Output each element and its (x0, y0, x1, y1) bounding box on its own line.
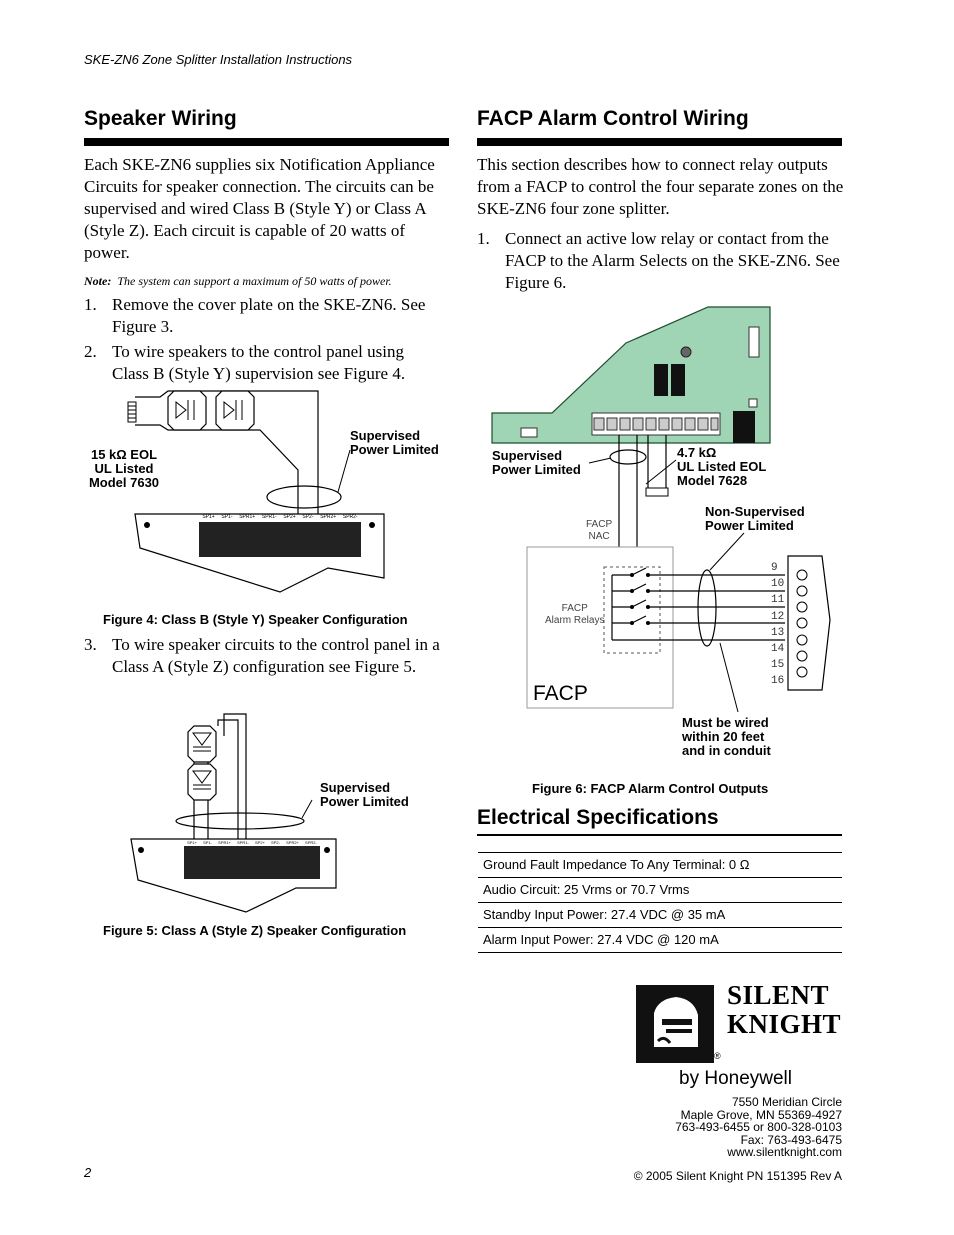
step-text: Remove the cover plate on the SKE-ZN6. S… (112, 295, 426, 336)
section-title-speaker-wiring: Speaker Wiring (84, 107, 237, 130)
copyright: © 2005 Silent Knight PN 151395 Rev A (633, 1169, 842, 1183)
section-title-specs: Electrical Specifications (477, 806, 719, 829)
figure-5-caption: Figure 5: Class A (Style Z) Speaker Conf… (103, 923, 407, 938)
spec-cell: Alarm Input Power: 27.4 VDC @ 120 mA (478, 927, 842, 953)
table-row: Standby Input Power: 27.4 VDC @ 35 mA (478, 902, 842, 928)
section-rule (84, 138, 449, 146)
table-row: Audio Circuit: 25 Vrms or 70.7 Vrms (478, 877, 842, 903)
company-address: 7550 Meridian Circle Maple Grove, MN 553… (675, 1095, 842, 1160)
step-number: 1. (84, 295, 97, 314)
spec-cell: Ground Fault Impedance To Any Terminal: … (478, 852, 842, 878)
running-header: SKE-ZN6 Zone Splitter Installation Instr… (84, 52, 353, 67)
step-text: Connect an active low relay or contact f… (505, 229, 840, 292)
speaker-intro: Each SKE-ZN6 supplies six Notification A… (84, 155, 435, 262)
fig6-eol-label: 4.7 kΩ UL Listed EOL Model 7628 (677, 445, 767, 488)
fig6-facp-title: FACP (533, 682, 588, 705)
fig4-terminal-labels: SP1+SP1-SPR1+SPR1-SP2+SP2-SPR2+SPR2- (202, 514, 358, 520)
fig4-supervised-label: Supervised Power Limited (350, 428, 439, 457)
figure-4-caption: Figure 4: Class B (Style Y) Speaker Conf… (103, 612, 408, 627)
figure-6-caption: Figure 6: FACP Alarm Control Outputs (532, 781, 769, 796)
fig6-alarm-relays-label: FACP Alarm Relays (545, 603, 605, 626)
fig5-terminal-labels: SP1+SP1-SPR1+SPR1-SP2+SP2-SPR2+SPR2- (187, 840, 317, 845)
page-number: 2 (84, 1165, 92, 1180)
step-number: 2. (84, 342, 97, 361)
step-number: 3. (84, 635, 97, 654)
logo-wordmark: SILENT KNIGHT (727, 980, 842, 1039)
fig6-conduit-label: Must be wired within 20 feet and in cond… (682, 715, 771, 758)
section-rule (477, 834, 842, 836)
fig6-facp-nac-label: FACP NAC (586, 519, 613, 542)
step-number: 1. (477, 229, 490, 248)
note-label: Note: (84, 274, 112, 288)
facp-intro: This section describes how to connect re… (477, 155, 844, 218)
spec-table: Ground Fault Impedance To Any Terminal: … (478, 852, 842, 953)
spec-cell: Audio Circuit: 25 Vrms or 70.7 Vrms (478, 877, 842, 903)
fig4-eol-label: 15 kΩ EOL UL Listed Model 7630 (88, 447, 160, 490)
note-text: The system can support a maximum of 50 w… (117, 274, 392, 288)
fig6-nonsupervised-label: Non-Supervised Power Limited (705, 504, 805, 533)
table-row: Ground Fault Impedance To Any Terminal: … (478, 852, 842, 878)
spec-cell: Standby Input Power: 27.4 VDC @ 35 mA (478, 902, 842, 928)
step-text: To wire speaker circuits to the control … (112, 635, 440, 676)
section-rule (477, 138, 842, 146)
section-title-facp: FACP Alarm Control Wiring (477, 107, 749, 130)
fig6-supervised-label: Supervised Power Limited (492, 448, 581, 477)
registered-mark: ® (714, 1051, 721, 1061)
step-text: To wire speakers to the control panel us… (112, 342, 406, 383)
logo-by-honeywell: by Honeywell (679, 1068, 792, 1089)
note: Note: The system can support a maximum o… (84, 274, 454, 289)
knight-helmet-logo (636, 985, 714, 1063)
table-row: Alarm Input Power: 27.4 VDC @ 120 mA (478, 927, 842, 953)
fig5-supervised-label: Supervised Power Limited (320, 780, 409, 809)
